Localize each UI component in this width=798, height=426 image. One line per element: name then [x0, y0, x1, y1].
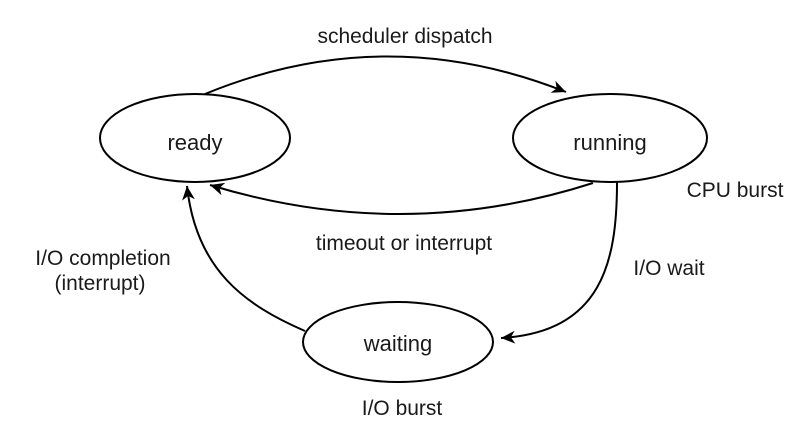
state-node-waiting [302, 301, 494, 383]
edge-label-scheduler-dispatch: scheduler dispatch [317, 25, 492, 48]
edge-label-io-completion: I/O completion [35, 247, 170, 270]
state-label-running: running [573, 130, 646, 155]
state-node-running [512, 93, 708, 183]
state-label-waiting: waiting [363, 331, 432, 356]
annotation-io-burst: I/O burst [362, 397, 443, 420]
edge-label-io-wait: I/O wait [633, 257, 704, 280]
state-node-ready [99, 93, 291, 183]
annotation-cpu-burst: CPU burst [687, 179, 784, 202]
state-label-ready: ready [167, 130, 222, 155]
edge-label-timeout-interrupt: timeout or interrupt [316, 232, 492, 255]
edge-scheduler-dispatch-arrow [204, 55, 567, 95]
edge-label-io-completion-interrupt: (interrupt) [54, 272, 145, 295]
edge-io-wait-arrow [500, 181, 618, 344]
edge-io-completion-arrow [182, 185, 306, 332]
edge-timeout-interrupt-arrow [209, 182, 594, 215]
